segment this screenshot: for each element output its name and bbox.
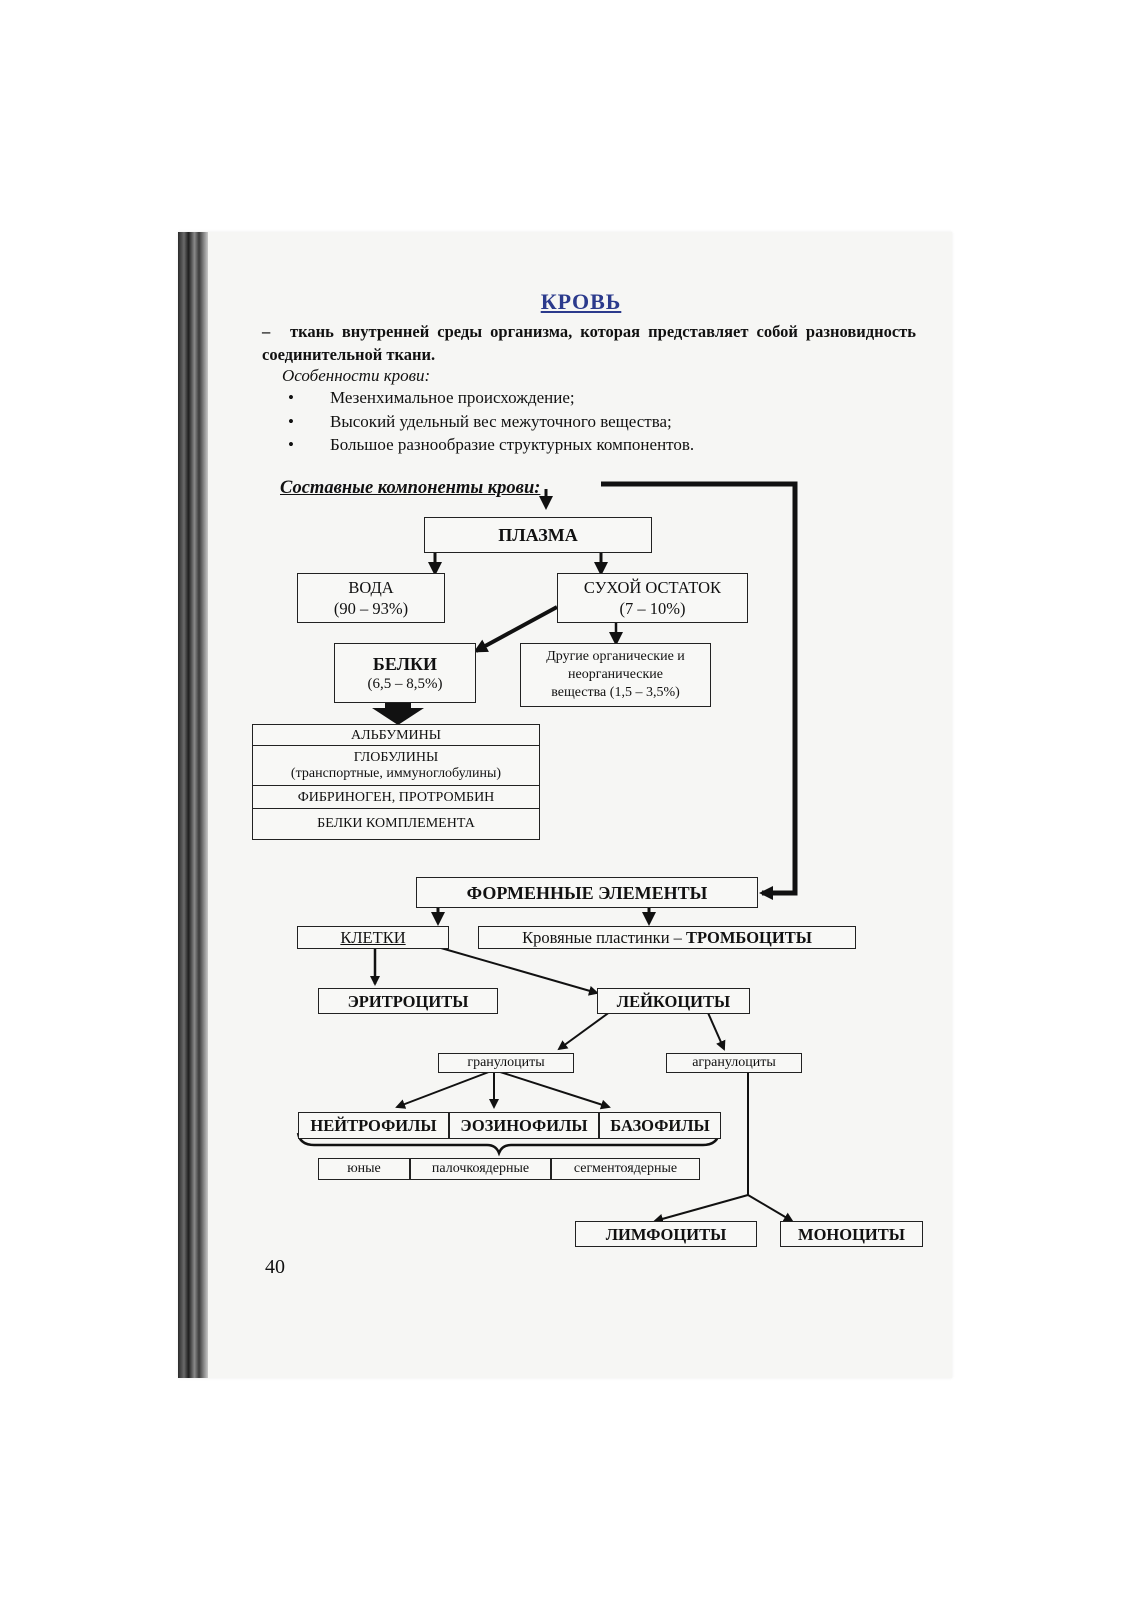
- definition-dash: –: [262, 322, 271, 341]
- neutrophils-box: НЕЙТРОФИЛЫ: [298, 1112, 449, 1139]
- definition-body: ткань внутренней среды организма, котора…: [262, 322, 916, 364]
- proteins-label: БЕЛКИ: [372, 653, 438, 674]
- list-item: • Высокий удельный вес межуточного вещест…: [288, 410, 694, 434]
- list-item: • Большое разнообразие структурных компон…: [288, 433, 694, 457]
- lymphocytes-box: ЛИМФОЦИТЫ: [575, 1221, 757, 1247]
- arrow-agran-to-monocytes: [747, 1194, 794, 1223]
- complement-row: БЕЛКИ КОМПЛЕМЕНТА: [252, 808, 540, 840]
- water-box: ВОДА (90 – 93%): [297, 573, 445, 623]
- list-item: • Мезенхимальное происхождение;: [288, 386, 694, 410]
- albumins-label: АЛЬБУМИНЫ: [351, 727, 441, 743]
- granulocytes-box: гранулоциты: [438, 1053, 574, 1073]
- band-box: палочкоядерные: [410, 1158, 551, 1180]
- monocytes-label: МОНОЦИТЫ: [798, 1224, 905, 1244]
- arrow-gran-to-basophils: [493, 1069, 611, 1110]
- lymphocytes-label: ЛИМФОЦИТЫ: [605, 1224, 727, 1244]
- other-substances-box: Другие органические и неорганические вещ…: [520, 643, 711, 707]
- albumins-row: АЛЬБУМИНЫ: [252, 724, 540, 747]
- dry-residue-box: СУХОЙ ОСТАТОК (7 – 10%): [557, 573, 748, 623]
- platelets-box: Кровяные пластинки – ТРОМБОЦИТЫ: [478, 926, 856, 949]
- feature-text: Большое разнообразие структурных компоне…: [330, 435, 695, 454]
- fibrinogen-row: ФИБРИНОГЕН, ПРОТРОМБИН: [252, 785, 540, 810]
- features-heading: Особенности крови:: [282, 366, 431, 385]
- other-substances-line: вещества (1,5 – 3,5%): [551, 685, 680, 700]
- segmented-box: сегментоядерные: [551, 1158, 700, 1180]
- definition-text: –ткань внутренней среды организма, котор…: [262, 320, 916, 366]
- globulins-row: ГЛОБУЛИНЫ (транспортные, иммуноглобулины…: [252, 745, 540, 787]
- globulins-note: (транспортные, иммуноглобулины): [290, 766, 502, 781]
- eosinophils-label: ЭОЗИНОФИЛЫ: [460, 1116, 588, 1135]
- globulins-label: ГЛОБУЛИНЫ: [353, 750, 439, 765]
- feature-text: Мезенхимальное происхождение;: [330, 388, 575, 407]
- agranulocytes-label: агранулоциты: [692, 1055, 776, 1070]
- platelets-prefix: Кровяные пластинки –: [522, 928, 687, 947]
- components-heading: Составные компоненты крови:: [280, 478, 541, 498]
- page-title: КРОВЬ: [540, 289, 622, 314]
- dry-residue-value: (7 – 10%): [619, 599, 686, 618]
- eosinophils-box: ЭОЗИНОФИЛЫ: [449, 1112, 599, 1139]
- plasma-box: ПЛАЗМА: [424, 517, 652, 553]
- fibrinogen-label: ФИБРИНОГЕН, ПРОТРОМБИН: [297, 789, 495, 805]
- leukocytes-box: ЛЕЙКОЦИТЫ: [597, 988, 750, 1014]
- dry-residue-label: СУХОЙ ОСТАТОК: [583, 578, 722, 597]
- bullet-icon: •: [288, 435, 294, 454]
- book-spine: [178, 232, 208, 1378]
- cells-label: КЛЕТКИ: [340, 928, 406, 947]
- page-number: 40: [265, 1256, 285, 1278]
- arrow-cells-to-leukocytes: [426, 943, 599, 996]
- young-box: юные: [318, 1158, 410, 1180]
- formed-elements-box: ФОРМЕННЫЕ ЭЛЕМЕНТЫ: [416, 877, 758, 908]
- water-value: (90 – 93%): [333, 599, 409, 618]
- feature-text: Высокий удельный вес межуточного веществ…: [330, 411, 672, 431]
- segmented-label: сегментоядерные: [573, 1161, 678, 1176]
- arrow-agran-to-lymphocytes: [653, 1194, 749, 1224]
- complement-label: БЕЛКИ КОМПЛЕМЕНТА: [317, 816, 475, 831]
- platelets-name: ТРОМБОЦИТЫ: [686, 928, 812, 947]
- neutrophil-brace: [296, 1132, 721, 1157]
- cells-box: КЛЕТКИ: [297, 926, 449, 949]
- other-substances-line: неорганические: [568, 667, 663, 682]
- proteins-value: (6,5 – 8,5%): [367, 675, 443, 692]
- neutrophils-label: НЕЙТРОФИЛЫ: [310, 1116, 437, 1135]
- features-list: • Мезенхимальное происхождение; • Высокий …: [288, 386, 694, 457]
- bullet-icon: •: [288, 411, 294, 431]
- monocytes-box: МОНОЦИТЫ: [780, 1221, 923, 1247]
- formed-elements-label: ФОРМЕННЫЕ ЭЛЕМЕНТЫ: [466, 882, 708, 903]
- basophils-box: БАЗОФИЛЫ: [599, 1112, 721, 1139]
- water-label: ВОДА: [348, 578, 394, 597]
- arrow-gran-to-neutrophils: [395, 1069, 495, 1109]
- young-label: юные: [347, 1161, 381, 1176]
- arrow-dry-to-proteins: [473, 605, 558, 653]
- agranulocytes-box: агранулоциты: [666, 1053, 802, 1073]
- granulocytes-label: гранулоциты: [467, 1055, 545, 1070]
- line-to-formed-elements: [601, 481, 798, 900]
- erythrocytes-label: ЭРИТРОЦИТЫ: [347, 991, 469, 1011]
- bullet-icon: •: [288, 388, 294, 407]
- other-substances-line: Другие органические и: [546, 649, 685, 664]
- proteins-box: БЕЛКИ (6,5 – 8,5%): [334, 643, 476, 703]
- band-label: палочкоядерные: [431, 1161, 530, 1176]
- basophils-label: БАЗОФИЛЫ: [610, 1116, 710, 1135]
- erythrocytes-box: ЭРИТРОЦИТЫ: [318, 988, 498, 1014]
- plasma-label: ПЛАЗМА: [498, 525, 578, 545]
- leukocytes-label: ЛЕЙКОЦИТЫ: [616, 991, 731, 1011]
